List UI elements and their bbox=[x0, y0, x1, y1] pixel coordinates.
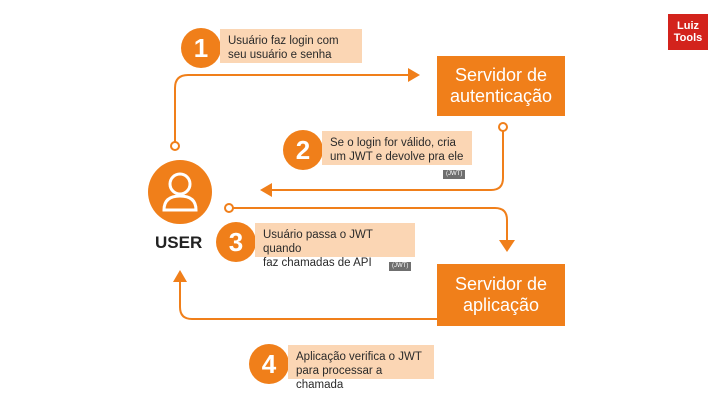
step-1-box: Usuário faz login com seu usuário e senh… bbox=[220, 29, 362, 63]
step-3-number: 3 bbox=[216, 222, 256, 262]
connector-start-dot-1 bbox=[170, 141, 180, 151]
user-icon bbox=[148, 160, 212, 224]
connector-step-1 bbox=[174, 74, 410, 142]
step-4-number: 4 bbox=[249, 344, 289, 384]
step-4-line-2: para processar a chamada bbox=[296, 365, 383, 391]
app-server-line-1: Servidor de bbox=[454, 274, 548, 294]
logo-line-2: Tools bbox=[673, 32, 703, 44]
arrowhead-step-4 bbox=[173, 270, 187, 282]
auth-server-box: Servidor de autenticação bbox=[437, 56, 565, 116]
step-2-jwt-tag: (JWT) bbox=[443, 170, 466, 179]
connector-start-dot-3 bbox=[224, 203, 234, 213]
step-3-line-1: Usuário passa o JWT quando bbox=[263, 229, 373, 255]
app-server-line-2: aplicação bbox=[462, 295, 540, 315]
step-4-box: Aplicação verifica o JWT para processar … bbox=[288, 345, 434, 391]
arrowhead-step-2 bbox=[260, 183, 272, 197]
auth-server-line-2: autenticação bbox=[449, 86, 553, 106]
step-3-jwt-tag: (JWT) bbox=[389, 262, 412, 271]
connector-step-4 bbox=[179, 280, 437, 320]
step-3-line-2: faz chamadas de API bbox=[263, 257, 372, 269]
step-1-line-2: seu usuário e senha bbox=[228, 49, 332, 61]
logo-line-1: Luiz bbox=[677, 20, 699, 32]
step-2-number: 2 bbox=[283, 130, 323, 170]
arrowhead-step-3 bbox=[499, 240, 515, 252]
luiztools-logo: Luiz Tools bbox=[668, 14, 708, 50]
step-2-line-1: Se o login for válido, cria bbox=[330, 137, 456, 149]
step-1-number: 1 bbox=[181, 28, 221, 68]
arrowhead-step-1 bbox=[408, 68, 420, 82]
connector-step-3 bbox=[233, 207, 508, 240]
user-label: USER bbox=[155, 233, 203, 252]
step-1-line-1: Usuário faz login com bbox=[228, 35, 339, 47]
connector-start-dot-2 bbox=[498, 122, 508, 132]
connector-step-2 bbox=[270, 131, 504, 191]
step-2-line-2: um JWT e devolve pra ele bbox=[330, 151, 464, 163]
auth-server-line-1: Servidor de bbox=[454, 65, 548, 85]
step-4-line-1: Aplicação verifica o JWT bbox=[296, 351, 422, 363]
step-2-box: Se o login for válido, cria um JWT e dev… bbox=[322, 131, 472, 165]
step-3-box: Usuário passa o JWT quando faz chamadas … bbox=[255, 223, 415, 269]
app-server-box: Servidor de aplicação bbox=[437, 264, 565, 326]
